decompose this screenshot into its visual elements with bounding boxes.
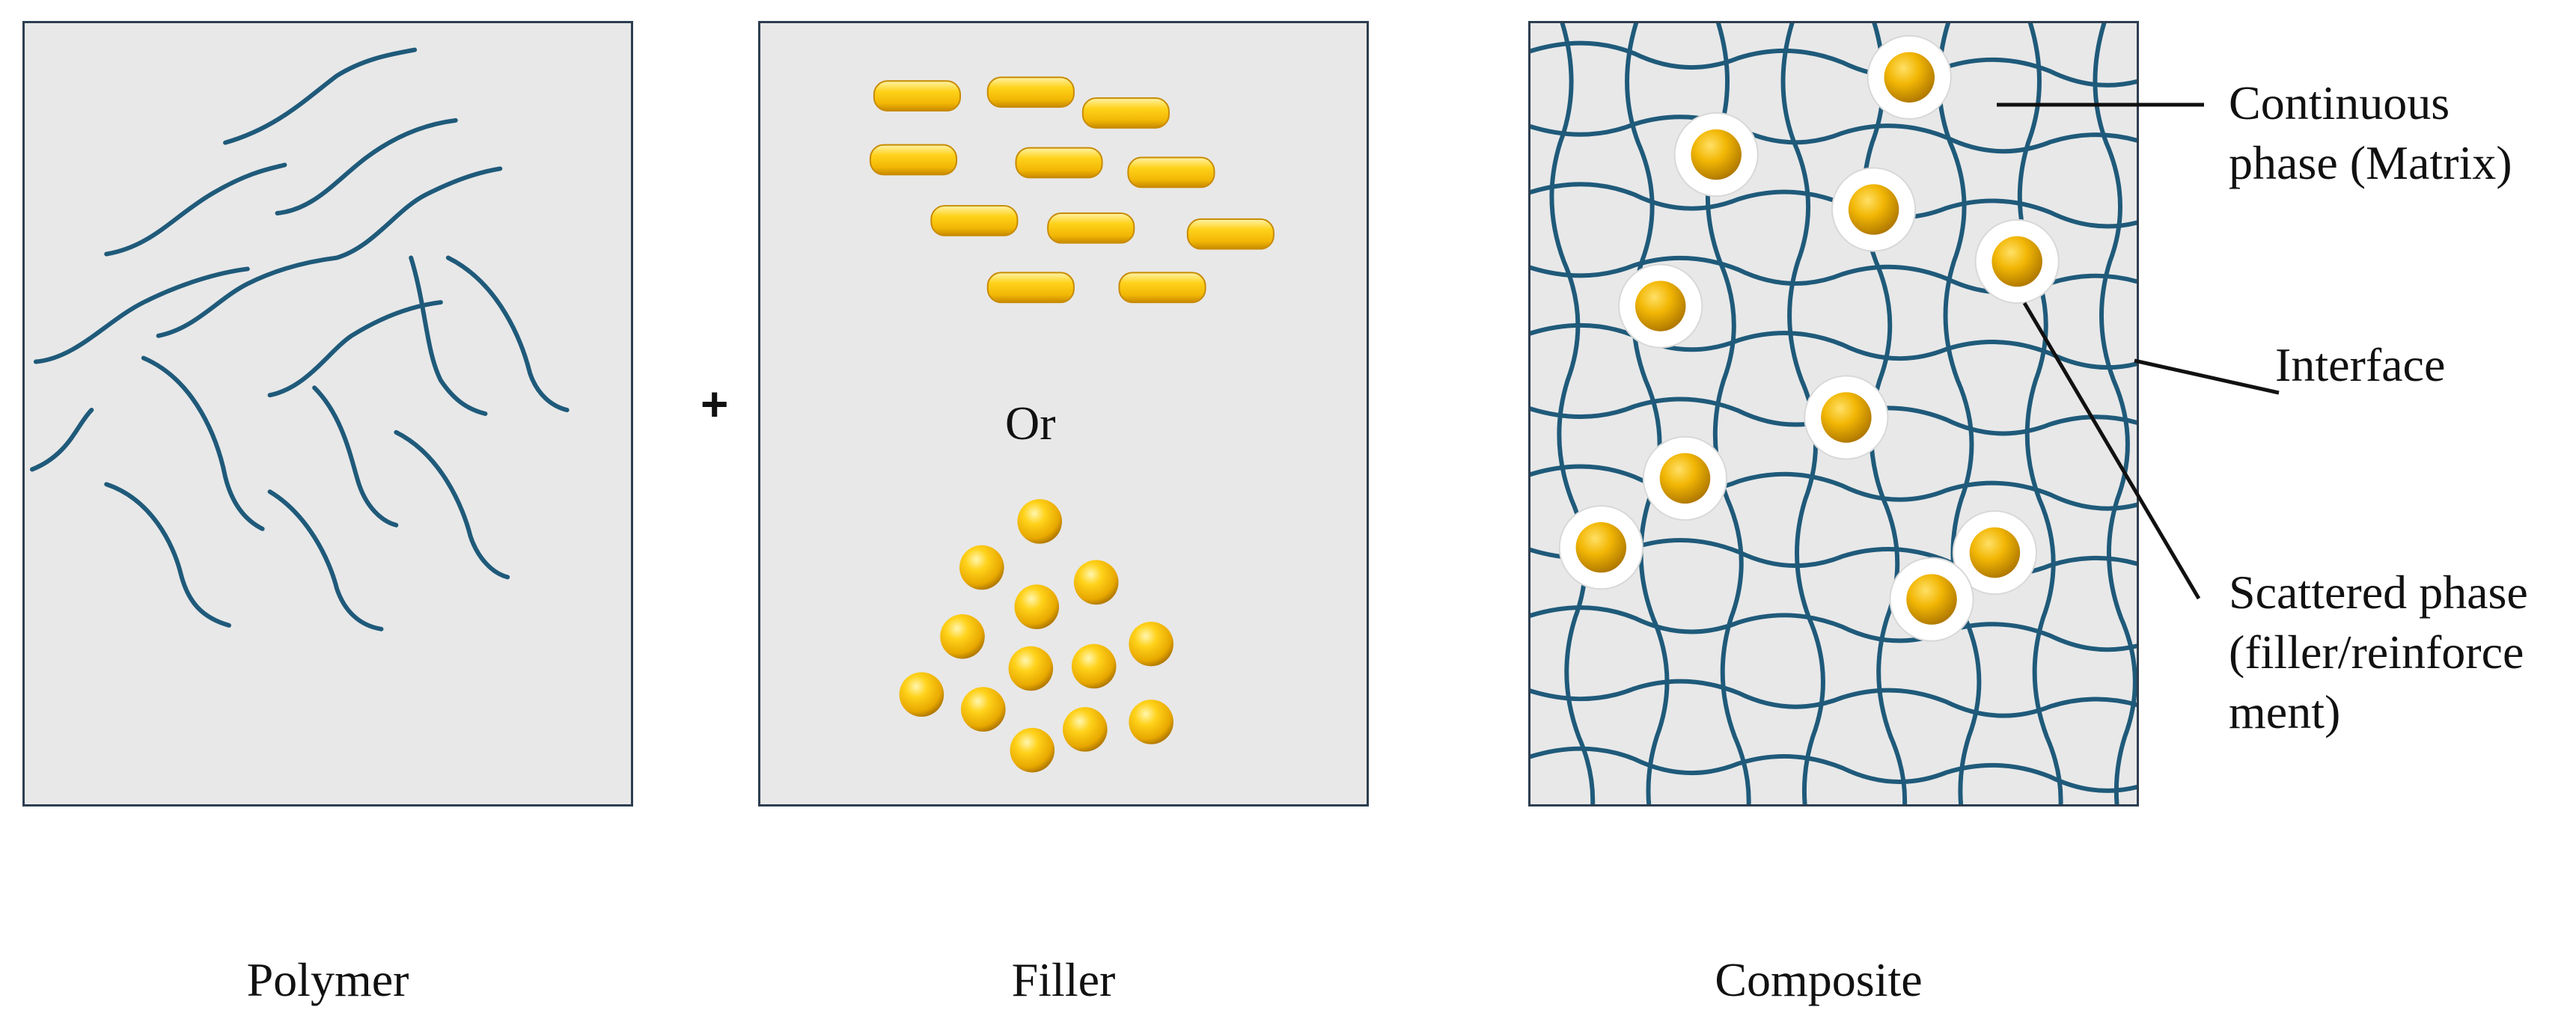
polymer-chain [267, 489, 384, 631]
rod-filler [1127, 156, 1215, 189]
composite-caption: Composite [1715, 953, 1923, 1006]
polymer-chain [29, 408, 94, 472]
sphere-fillers [899, 499, 1173, 773]
polymer-panel [22, 21, 633, 807]
rod-fillers [869, 76, 1275, 304]
filler-core [1969, 527, 2021, 578]
matrix-chain [1530, 114, 2137, 154]
rod-filler [1047, 212, 1135, 244]
sphere-filler [1073, 560, 1119, 605]
filler-core [1991, 236, 2042, 287]
polymer-chain [334, 166, 503, 260]
filler-core [1691, 129, 1742, 180]
sphere-filler [961, 687, 1006, 732]
matrix-chain [1530, 746, 2137, 793]
filler-core [1575, 521, 1627, 573]
rod-filler [1118, 272, 1206, 304]
sphere-filler [899, 672, 944, 717]
filler-core [1848, 184, 1899, 235]
filler-inclusion [1974, 218, 2060, 304]
matrix-chain [1530, 605, 2137, 652]
composite-network [1530, 23, 2137, 804]
filler-inclusion [1558, 505, 1643, 590]
rod-filler [1186, 218, 1275, 250]
sphere-filler [1014, 584, 1060, 629]
matrix-chain [1625, 23, 1670, 804]
polymer-chain [33, 266, 250, 364]
matrix-chain [1530, 40, 2137, 88]
filler-inclusion [1952, 510, 2037, 596]
sphere-filler [1008, 646, 1054, 691]
filler-core [1884, 52, 1935, 103]
polymer-chain [445, 255, 570, 413]
polymer-chain [275, 117, 458, 215]
matrix-chain [1530, 464, 2137, 511]
filler-core [1635, 281, 1686, 331]
sphere-filler [959, 545, 1004, 590]
interface-leader-line [2134, 358, 2280, 395]
matrix-chain [1549, 23, 1596, 804]
scattered-phase-line-1: Scattered phase [2229, 566, 2528, 619]
polymer-chain [312, 385, 399, 527]
filler-inclusion [1673, 111, 1759, 198]
rod-filler [930, 205, 1019, 236]
filler-inclusion [1889, 557, 1974, 642]
plus-sign: + [701, 377, 729, 431]
sphere-filler [1129, 621, 1173, 667]
continuous-phase-line-2: phase (Matrix) [2229, 136, 2512, 189]
filler-inclusion [1618, 263, 1703, 349]
rod-filler [986, 76, 1075, 108]
filler-inclusions [1558, 34, 2060, 642]
polymer-chains [29, 47, 570, 631]
interface-label: Interface [2275, 338, 2446, 391]
filler-core [1659, 453, 1711, 504]
filler-inclusion [1804, 375, 1889, 460]
polymer-chain [141, 355, 265, 531]
filler-caption: Filler [1011, 953, 1116, 1006]
rod-filler [1015, 147, 1103, 179]
scattered-phase-label: Scattered phase (filler/reinforce ment) [2229, 563, 2528, 742]
rod-filler [1081, 97, 1170, 129]
filler-inclusion [1831, 167, 1917, 252]
filler-inclusion [1867, 34, 1952, 120]
rod-filler [873, 80, 962, 111]
scattered-phase-line-2: (filler/reinforce [2229, 625, 2524, 679]
polymer-chain [104, 162, 287, 257]
polymer-chain [223, 47, 418, 145]
continuous-phase-label: Continuous phase (Matrix) [2229, 73, 2512, 193]
matrix-chain [1530, 679, 2137, 718]
sphere-filler [1071, 643, 1117, 689]
continuous-phase-line-1: Continuous [2229, 76, 2450, 129]
polymer-caption: Polymer [246, 953, 409, 1006]
polymer-chain [409, 255, 488, 416]
rod-filler [986, 272, 1075, 304]
filler-panel [758, 21, 1369, 807]
rod-filler [869, 144, 958, 176]
matrix-chain [1936, 23, 1982, 804]
sphere-filler [1063, 707, 1108, 752]
or-label: Or [1005, 397, 1056, 450]
polymer-chain [156, 255, 339, 338]
polymer-chain [267, 300, 443, 398]
sphere-filler [1010, 727, 1055, 773]
sphere-filler [1129, 700, 1173, 744]
polymer-chain [394, 429, 510, 580]
sphere-filler [940, 614, 985, 659]
sphere-filler [1017, 499, 1063, 544]
filler-inclusion [1642, 435, 1728, 521]
filler-particles [869, 76, 1275, 773]
scattered-phase-line-3: ment) [2229, 685, 2341, 738]
filler-core [1906, 574, 1957, 625]
polymer-chain [104, 482, 231, 628]
filler-core [1821, 392, 1872, 443]
composite-panel [1528, 21, 2139, 807]
